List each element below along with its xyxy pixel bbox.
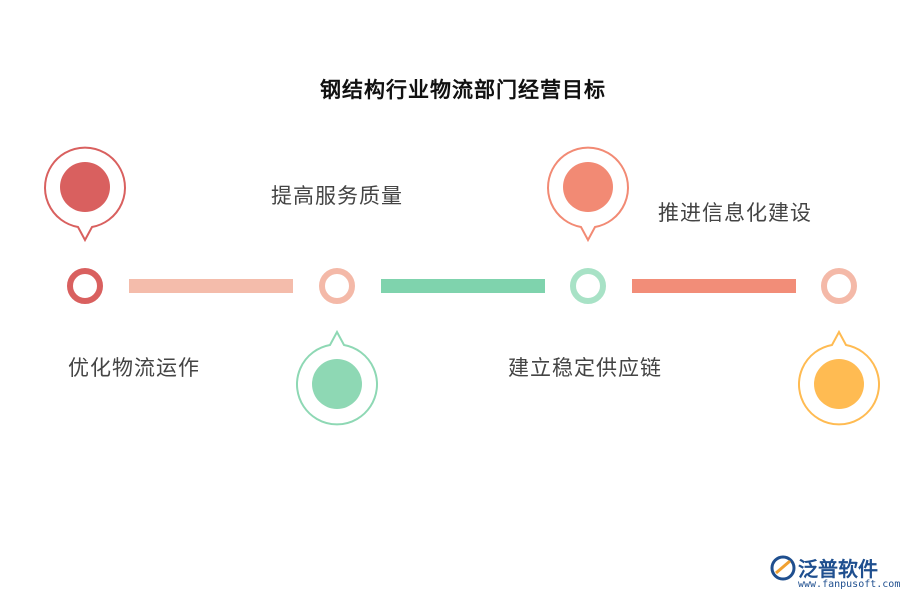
step-label-4: 推进信息化建设 xyxy=(658,201,812,225)
timeline-ring-2 xyxy=(319,268,355,304)
location-pin-marker-4 xyxy=(798,329,880,426)
timeline-ring-4 xyxy=(821,268,857,304)
step-label-2: 提高服务质量 xyxy=(271,184,403,208)
connector-bar-1 xyxy=(129,279,293,293)
brand-logo-icon xyxy=(770,555,796,581)
connector-bar-3 xyxy=(632,279,796,293)
location-pin-marker-3 xyxy=(547,146,629,243)
location-pin-marker-2 xyxy=(296,329,378,426)
location-pin-marker-1 xyxy=(44,146,126,243)
step-label-1: 优化物流运作 xyxy=(68,356,200,380)
brand-name: 泛普软件 xyxy=(798,557,878,581)
timeline-ring-1 xyxy=(67,268,103,304)
timeline-ring-3 xyxy=(570,268,606,304)
brand-url: www.fanpusoft.com xyxy=(798,579,900,590)
connector-bar-2 xyxy=(381,279,545,293)
brand-watermark: 泛普软件 www.fanpusoft.com xyxy=(770,553,900,595)
page-title: 钢结构行业物流部门经营目标 xyxy=(320,78,606,102)
step-label-3: 建立稳定供应链 xyxy=(508,356,662,380)
